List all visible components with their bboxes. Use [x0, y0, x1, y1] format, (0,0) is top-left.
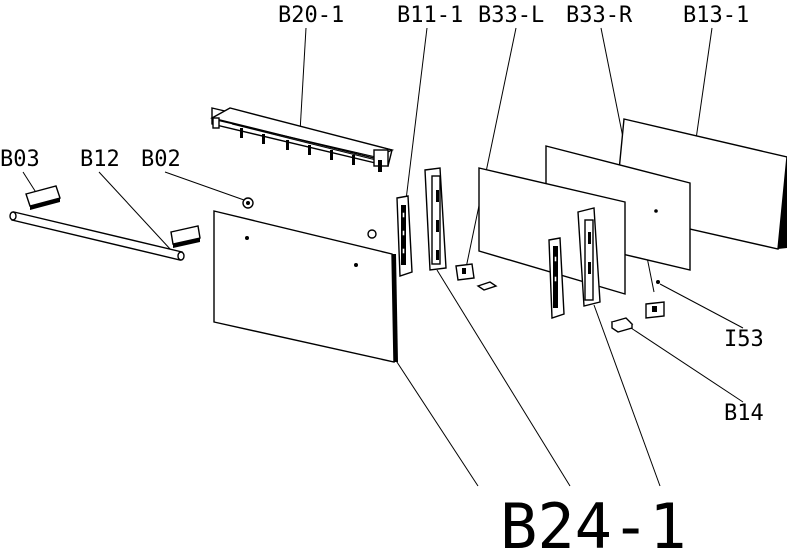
label-b20-1: B20-1: [278, 3, 344, 28]
block-b03-right: [170, 225, 201, 248]
label-b33-l: B33-L: [478, 3, 544, 28]
rod-b12: [9, 211, 185, 261]
label-b12: B12: [80, 147, 120, 172]
label-b11-1: B11-1: [397, 3, 463, 28]
hinge-strip-b11-1-left: [367, 195, 413, 277]
screw-b02-core: [246, 201, 250, 205]
bracket-i53: [645, 280, 665, 319]
block-b03-left: [25, 185, 61, 210]
label-b24-1: B24-1: [500, 490, 687, 553]
front-panel-b24-1: [213, 210, 395, 363]
front-panel-hole-a: [245, 236, 249, 240]
clip-b14: [610, 317, 634, 333]
bracket-b33-l: [455, 263, 498, 291]
hinge-strip-b33-r-left: [548, 237, 565, 319]
hinge-strip-b11-1-right: [424, 167, 447, 271]
label-b13-1: B13-1: [683, 3, 749, 28]
label-b33-r: B33-R: [566, 3, 633, 28]
top-rail-b20-1: [210, 107, 395, 172]
front-panel-hole-b: [354, 263, 358, 267]
label-i53: I53: [724, 327, 764, 352]
label-b02: B02: [141, 147, 181, 172]
label-b14: B14: [724, 401, 764, 426]
hinge-strip-b33-r-right: [577, 207, 601, 307]
label-b03: B03: [0, 147, 40, 172]
panel-screw-hole: [654, 209, 658, 213]
front-panel-edge: [392, 254, 398, 362]
back-panel-edge: [778, 157, 787, 249]
